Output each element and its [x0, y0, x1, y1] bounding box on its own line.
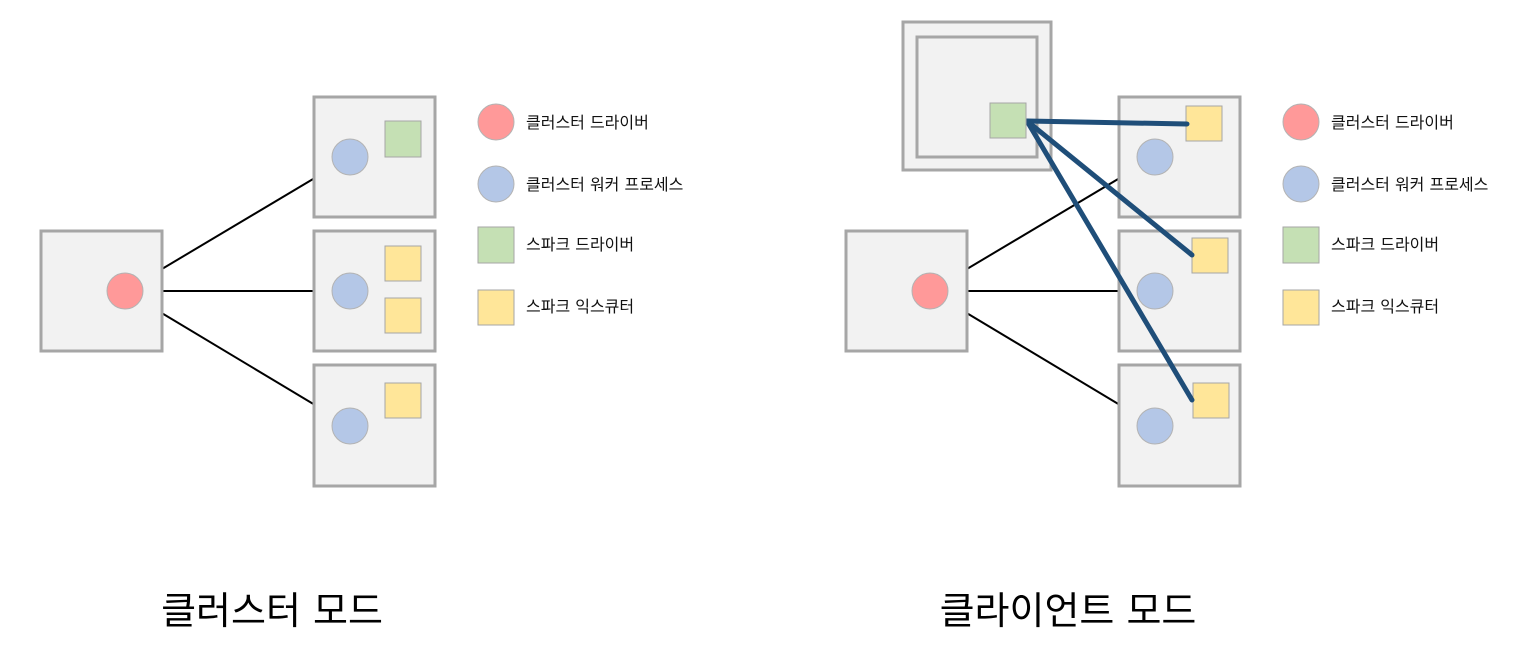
legend-cluster-driver-label: 클러스터 드라이버 — [526, 113, 649, 132]
cluster-mode-caption: 클러스터 모드 — [161, 589, 383, 633]
cluster-mode-spark-executor-1 — [384, 245, 422, 282]
legend-cluster-worker-swatch — [1282, 165, 1320, 203]
legend-cluster-driver-swatch — [1282, 103, 1320, 141]
client-mode-spark-executor-2 — [1191, 237, 1229, 274]
cluster-mode-worker-process-1 — [331, 138, 369, 176]
cluster-mode-worker-process-2 — [331, 272, 369, 310]
cluster-mode-cluster-driver — [106, 272, 144, 310]
client-mode-worker-process-2 — [1136, 272, 1174, 310]
legend-cluster-driver-label: 클러스터 드라이버 — [1331, 113, 1454, 132]
legend-spark-driver-swatch — [477, 226, 515, 264]
legend-cluster-worker-label: 클러스터 워커 프로세스 — [1331, 175, 1488, 194]
cluster-mode-worker-process-3 — [331, 407, 369, 445]
client-mode-client-process — [915, 35, 1039, 159]
cluster-mode-spark-driver — [384, 120, 422, 158]
client-mode-worker-process-3 — [1136, 407, 1174, 445]
client-mode-master-node — [844, 229, 969, 353]
client-mode-cluster-driver — [911, 272, 949, 310]
legend-cluster-worker-swatch — [477, 165, 515, 203]
client-mode-spark-executor-3 — [1192, 382, 1230, 419]
cluster-mode-master-node — [39, 229, 164, 353]
cluster-mode-spark-executor-2 — [384, 297, 422, 334]
legend-spark-executor-label: 스파크 익스큐터 — [1331, 297, 1439, 316]
legend-spark-executor-swatch — [1282, 289, 1320, 326]
client-mode-panel: 클러스터 드라이버 클러스터 워커 프로세스 스파크 드라이버 스파크 익스큐터… — [844, 20, 1488, 633]
legend-cluster-driver-swatch — [477, 103, 515, 141]
legend-spark-driver-label: 스파크 드라이버 — [526, 235, 634, 254]
client-mode-legend: 클러스터 드라이버 클러스터 워커 프로세스 스파크 드라이버 스파크 익스큐터 — [1282, 103, 1488, 326]
client-mode-spark-driver — [989, 102, 1027, 139]
legend-cluster-worker-label: 클러스터 워커 프로세스 — [526, 175, 683, 194]
client-mode-driver-executor-link-1 — [1024, 118, 1190, 127]
legend-spark-executor-label: 스파크 익스큐터 — [526, 297, 634, 316]
cluster-mode-spark-executor-3 — [384, 382, 422, 419]
legend-spark-driver-label: 스파크 드라이버 — [1331, 235, 1439, 254]
client-mode-driver-executor-link-3 — [1024, 118, 1195, 403]
legend-spark-driver-swatch — [1282, 226, 1320, 264]
cluster-mode-panel: 클러스터 드라이버 클러스터 워커 프로세스 스파크 드라이버 스파크 익스큐터… — [39, 95, 683, 633]
client-mode-spark-executor-1 — [1185, 105, 1223, 142]
cluster-mode-legend: 클러스터 드라이버 클러스터 워커 프로세스 스파크 드라이버 스파크 익스큐터 — [477, 103, 683, 326]
client-mode-caption: 클라이언트 모드 — [940, 589, 1197, 633]
client-mode-driver-executor-link-2 — [1024, 118, 1195, 258]
legend-spark-executor-swatch — [477, 289, 515, 326]
client-mode-worker-process-1 — [1136, 138, 1174, 176]
